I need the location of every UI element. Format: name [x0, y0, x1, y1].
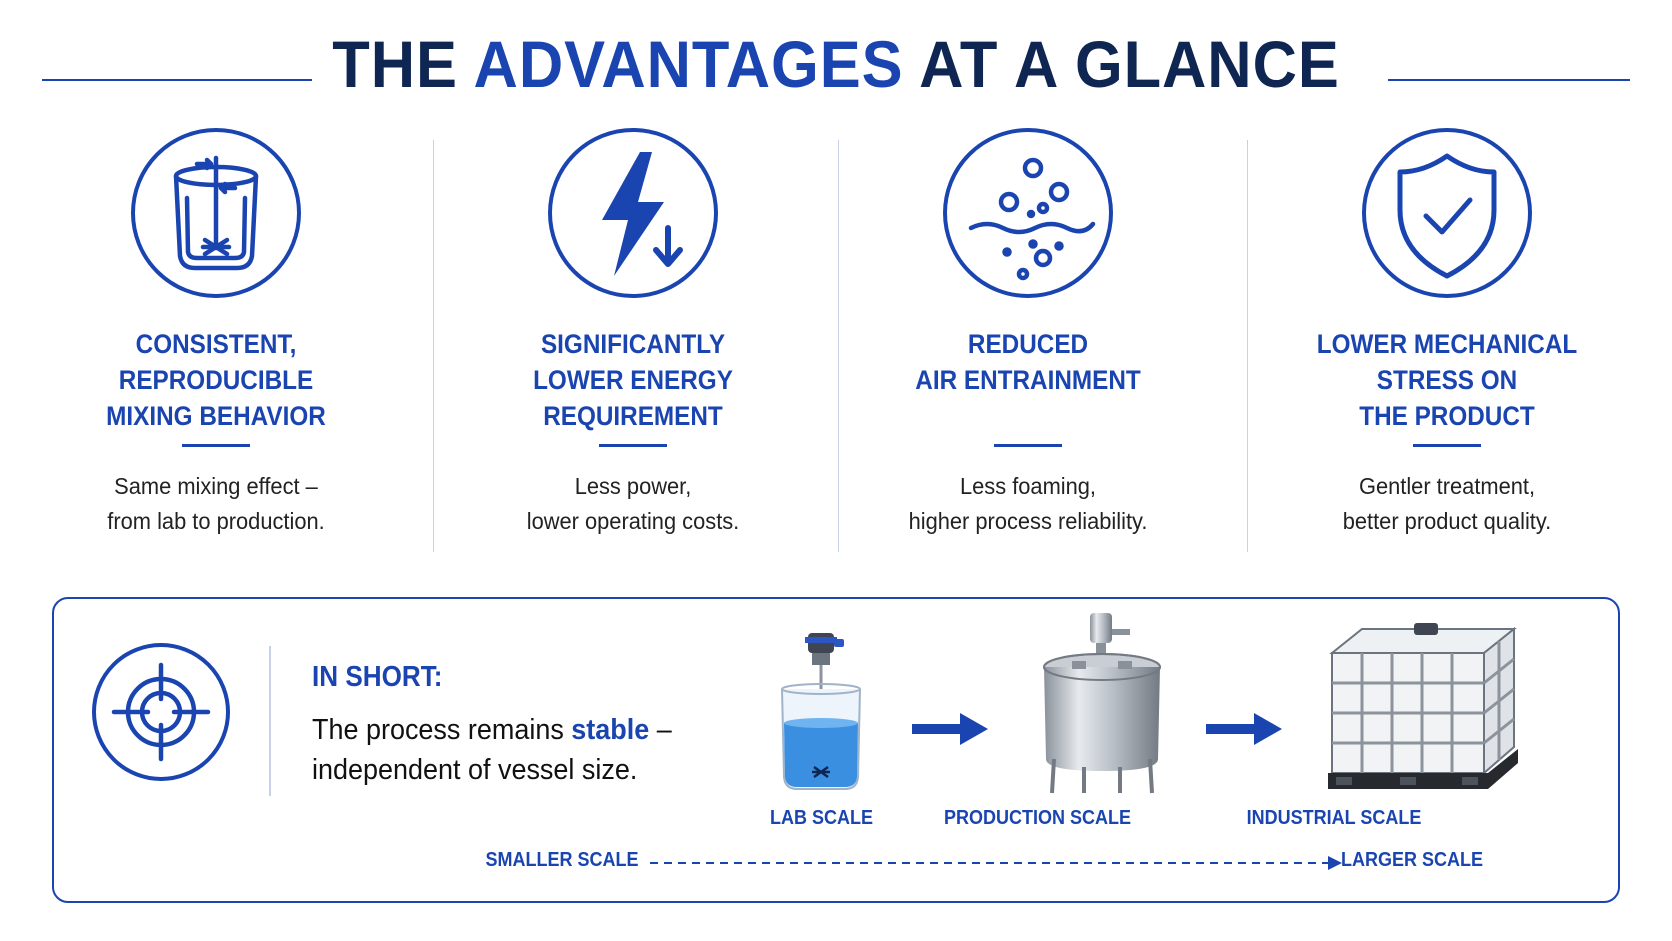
heading-line: MIXING BEHAVIOR: [106, 401, 326, 431]
heading-line: REQUIREMENT: [543, 401, 723, 431]
statement-text: The process remains: [312, 714, 572, 746]
scale-label-lab: LAB SCALE: [769, 807, 873, 829]
dashed-arrow-icon: [650, 856, 1342, 870]
axis-label-smaller: SMALLER SCALE: [485, 849, 639, 871]
bubbles-icon: [943, 128, 1113, 298]
description-line: lower operating costs.: [526, 508, 740, 534]
summary-statement-line1: The process remains stable –: [312, 714, 672, 747]
heading-line: STRESS ON: [1376, 365, 1518, 395]
advantage-card-reduced-air: REDUCED AIR ENTRAINMENT Less foaming, hi…: [828, 128, 1228, 539]
ibc-container-icon: [1328, 623, 1518, 789]
heading-line: AIR ENTRAINMENT: [915, 365, 1141, 395]
advantage-heading: REDUCED AIR ENTRAINMENT: [848, 326, 1208, 436]
beaker-mixer-icon: [781, 633, 861, 790]
mixing-vessel-icon: [131, 128, 301, 298]
advantage-description: Less power, lower operating costs.: [443, 469, 823, 539]
description-line: Same mixing effect –: [114, 473, 318, 499]
arrow-right-icon: [912, 713, 988, 745]
heading-line: THE PRODUCT: [1359, 401, 1535, 431]
page-title: THE ADVANTAGES AT A GLANCE: [59, 26, 1614, 102]
description-line: from lab to production.: [107, 508, 325, 534]
column-divider: [1247, 140, 1248, 552]
heading-line: LOWER MECHANICAL: [1316, 329, 1578, 359]
summary-divider: [269, 646, 271, 796]
summary-panel: IN SHORT: The process remains stable – i…: [52, 597, 1620, 903]
advantage-card-lower-stress: LOWER MECHANICAL STRESS ON THE PRODUCT G…: [1247, 128, 1647, 539]
heading-line: REDUCED: [967, 329, 1089, 359]
shield-check-icon: [1362, 128, 1532, 298]
advantage-card-lower-energy: SIGNIFICANTLY LOWER ENERGY REQUIREMENT L…: [433, 128, 833, 539]
column-divider: [838, 140, 839, 552]
heading-line: SIGNIFICANTLY: [540, 329, 726, 359]
heading-underline: [599, 444, 667, 447]
advantage-heading: CONSISTENT, REPRODUCIBLE MIXING BEHAVIOR: [36, 326, 396, 436]
title-part1: THE: [332, 27, 458, 101]
title-section: THE ADVANTAGES AT A GLANCE: [0, 18, 1672, 108]
column-divider: [433, 140, 434, 552]
heading-line: REPRODUCIBLE: [118, 365, 314, 395]
description-line: Less power,: [574, 473, 692, 499]
steel-tank-icon: [1043, 613, 1161, 794]
advantage-heading: LOWER MECHANICAL STRESS ON THE PRODUCT: [1267, 326, 1627, 436]
title-part2: AT A GLANCE: [919, 27, 1340, 101]
description-line: higher process reliability.: [908, 508, 1148, 534]
arrow-right-icon: [1206, 713, 1282, 745]
statement-text: –: [649, 714, 672, 746]
advantage-card-consistent-mixing: CONSISTENT, REPRODUCIBLE MIXING BEHAVIOR…: [16, 128, 416, 539]
heading-underline: [994, 444, 1062, 447]
heading-line: LOWER ENERGY: [533, 365, 733, 395]
title-accent: ADVANTAGES: [473, 27, 904, 101]
advantage-description: Same mixing effect – from lab to product…: [26, 469, 406, 539]
axis-label-larger: LARGER SCALE: [1340, 849, 1484, 871]
title-rule-left: [42, 79, 312, 81]
description-line: better product quality.: [1342, 508, 1552, 534]
heading-underline: [1413, 444, 1481, 447]
description-line: Gentler treatment,: [1358, 473, 1536, 499]
description-line: Less foaming,: [959, 473, 1097, 499]
advantage-description: Gentler treatment, better product qualit…: [1257, 469, 1637, 539]
scale-label-industrial: INDUSTRIAL SCALE: [1246, 807, 1422, 829]
scale-label-production: PRODUCTION SCALE: [944, 807, 1132, 829]
heading-line: CONSISTENT,: [135, 329, 297, 359]
title-rule-right: [1388, 79, 1630, 81]
advantage-description: Less foaming, higher process reliability…: [838, 469, 1218, 539]
statement-highlight: stable: [571, 714, 650, 746]
advantage-heading: SIGNIFICANTLY LOWER ENERGY REQUIREMENT: [453, 326, 813, 436]
summary-label: IN SHORT:: [312, 661, 443, 693]
summary-statement-line2: independent of vessel size.: [312, 754, 638, 786]
heading-underline: [182, 444, 250, 447]
lightning-down-icon: [548, 128, 718, 298]
target-icon: [92, 643, 230, 781]
